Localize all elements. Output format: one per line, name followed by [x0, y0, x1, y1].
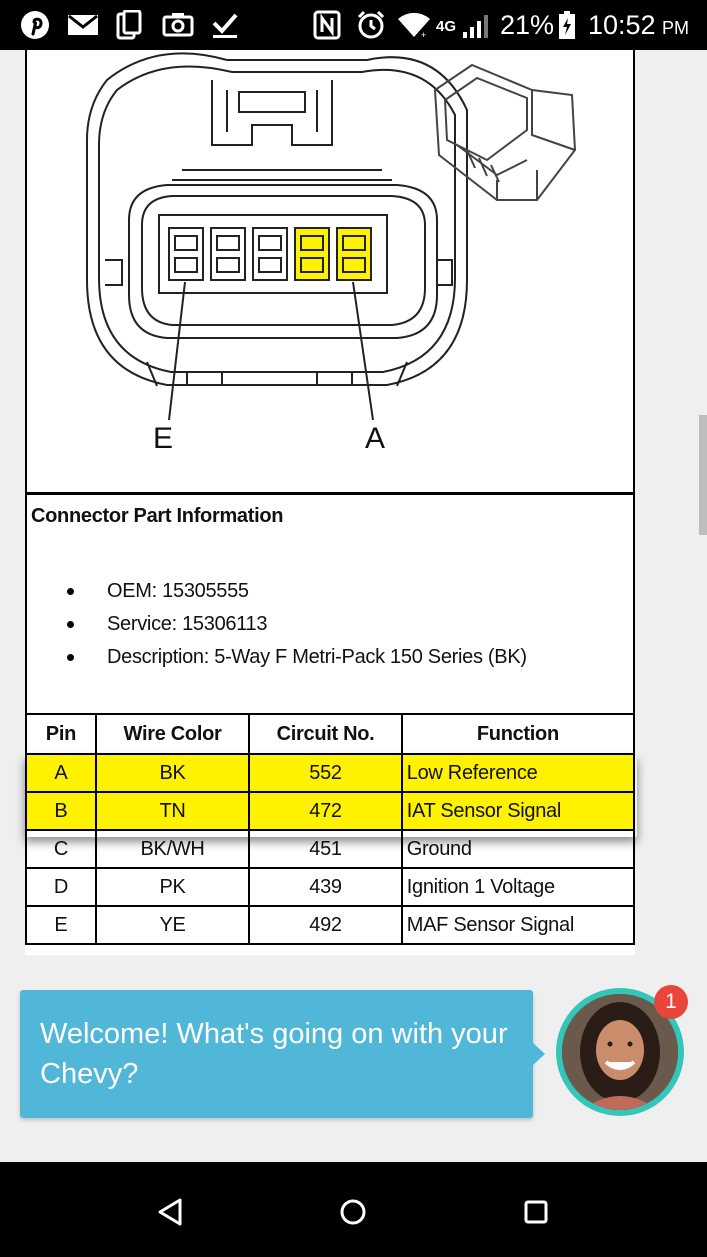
checkmark-icon [210, 8, 240, 42]
battery-icon [556, 8, 578, 42]
column-header-function: Function [400, 713, 636, 755]
cell-function: Ignition 1 Voltage [400, 867, 636, 907]
table-header-row: Pin Wire Color Circuit No. Function [25, 713, 636, 755]
column-header-wire-color: Wire Color [94, 713, 251, 755]
cell-circuit: 472 [248, 791, 403, 831]
connector-drawing [86, 52, 577, 421]
cell-pin: C [25, 829, 97, 869]
cell-pin: E [25, 905, 97, 945]
part-info-list: OEM: 15305555 Service: 15306113 Descript… [67, 575, 527, 674]
cell-wire-color: TN [94, 791, 251, 831]
nfc-icon [312, 8, 342, 42]
back-icon[interactable] [150, 1192, 190, 1232]
chat-welcome-bubble[interactable]: Welcome! What's going on with your Chevy… [20, 990, 545, 1118]
cell-pin: D [25, 867, 97, 907]
table-row: E YE 492 MAF Sensor Signal [25, 905, 636, 945]
table-row: C BK/WH 451 Ground [25, 829, 636, 869]
bullet-icon [67, 588, 74, 595]
bullet-icon [67, 654, 74, 661]
mail-icon [66, 8, 100, 42]
alarm-icon [355, 8, 387, 42]
camera-icon [160, 8, 196, 42]
column-header-pin: Pin [25, 713, 97, 755]
cell-function: Ground [400, 829, 636, 869]
pin-table: Pin Wire Color Circuit No. Function A BK… [25, 713, 636, 945]
battery-percent: 21% [500, 10, 555, 40]
connector-part-info: Connector Part Information OEM: 15305555… [25, 495, 635, 713]
cell-function: MAF Sensor Signal [400, 905, 636, 945]
cell-wire-color: BK/WH [94, 829, 251, 869]
lte-signal-icon [460, 8, 494, 42]
part-info-item-service: Service: 15306113 [67, 608, 527, 641]
part-info-item-oem: OEM: 15305555 [67, 575, 527, 608]
cell-function: Low Reference [400, 753, 636, 793]
column-header-circuit: Circuit No. [248, 713, 403, 755]
cell-circuit: 492 [248, 905, 403, 945]
bullet-icon [67, 621, 74, 628]
agent-photo [562, 994, 678, 1110]
table-row: D PK 439 Ignition 1 Voltage [25, 867, 636, 907]
table-row: A BK 552 Low Reference [25, 753, 636, 793]
scrollbar[interactable] [699, 415, 707, 535]
status-bar: + 4G 21% 10:52 PM [0, 0, 707, 50]
cell-circuit: 439 [248, 867, 403, 907]
wifi-icon: + [397, 8, 431, 42]
notification-badge: 1 [654, 985, 688, 1019]
cell-wire-color: BK [94, 753, 251, 793]
cell-circuit: 451 [248, 829, 403, 869]
part-info-heading: Connector Part Information [31, 505, 284, 527]
clock-time: 10:52 [588, 10, 656, 40]
cell-pin: B [25, 791, 97, 831]
part-info-item-description: Description: 5-Way F Metri-Pack 150 Seri… [67, 641, 527, 674]
avatar [562, 994, 678, 1110]
svg-text:+: + [421, 30, 426, 39]
cell-function: IAT Sensor Signal [400, 791, 636, 831]
connector-diagram: E A [25, 50, 635, 495]
table-row: B TN 472 IAT Sensor Signal [25, 791, 636, 831]
pinterest-icon [18, 8, 52, 42]
chat-agent-avatar-button[interactable] [556, 988, 684, 1116]
pin-label-e: E [153, 422, 174, 455]
cell-circuit: 552 [248, 753, 403, 793]
network-label: 4G [436, 18, 457, 35]
cell-pin: A [25, 753, 97, 793]
pin-label-a: A [365, 422, 386, 455]
clipboard-icon [114, 8, 144, 42]
navigation-bar [0, 1162, 707, 1257]
cell-wire-color: PK [94, 867, 251, 907]
cell-wire-color: YE [94, 905, 251, 945]
home-icon[interactable] [333, 1192, 373, 1232]
clock-meridiem: PM [662, 18, 689, 38]
recents-icon[interactable] [516, 1192, 556, 1232]
chat-welcome-message: Welcome! What's going on with your Chevy… [40, 1018, 508, 1090]
connector-document: E A Connector Part Information OEM: 1530… [25, 50, 636, 955]
web-content[interactable]: E A Connector Part Information OEM: 1530… [0, 50, 707, 1162]
